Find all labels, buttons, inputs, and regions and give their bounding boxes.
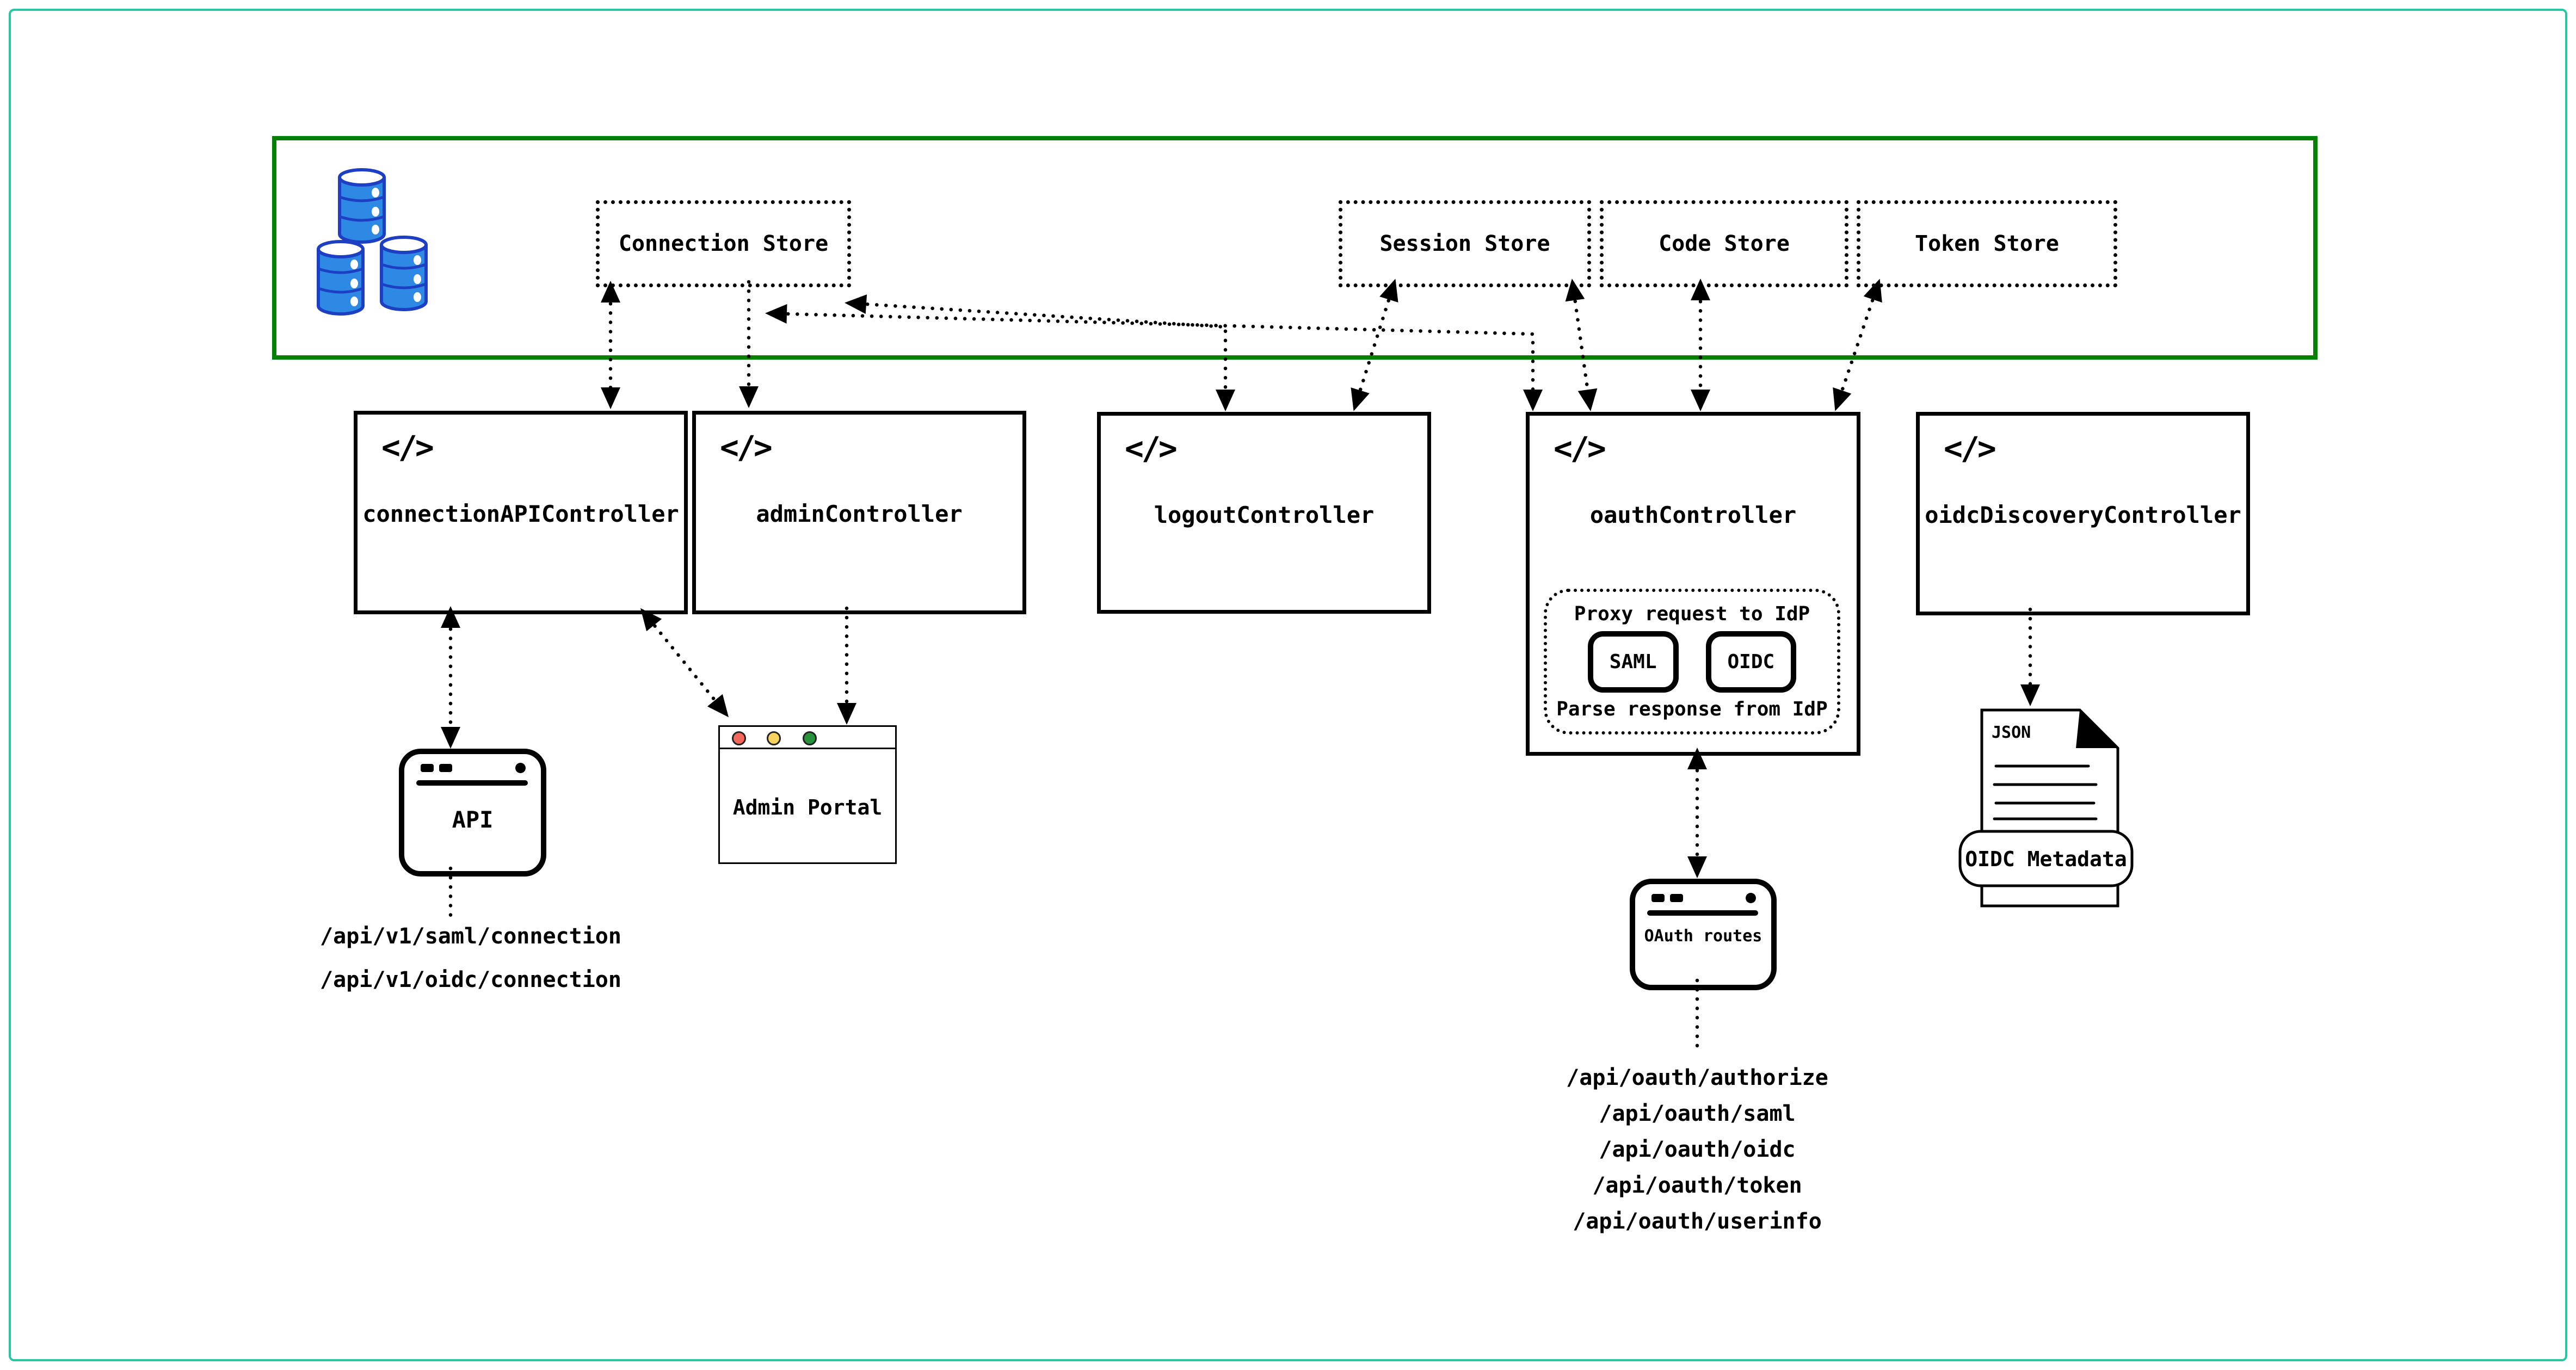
window-button-icon (1651, 894, 1665, 902)
api-route-text: /api/v1/oidc/connection (320, 967, 621, 992)
store-label: Session Store (1379, 231, 1550, 256)
proxy-request-label: Proxy request to IdP (1574, 603, 1810, 625)
window-bar-line (1647, 910, 1758, 916)
store-label: Code Store (1659, 231, 1790, 256)
controller-oidc-discovery: </> oidcDiscoveryController (1916, 412, 2250, 615)
controller-label: adminController (756, 501, 963, 527)
code-icon: </> (1944, 430, 1996, 467)
window-dot-icon (1746, 893, 1756, 903)
controller-label: connectionAPIController (362, 501, 679, 527)
database-barrel-top (340, 170, 384, 242)
database-barrel-left (318, 242, 363, 314)
store-token-store: Token Store (1857, 200, 2117, 287)
oidc-metadata-banner (1958, 830, 2134, 887)
oauth-routes-window: OAuth routes (1630, 879, 1777, 990)
oidc-box: OIDC (1705, 631, 1797, 693)
database-icon (302, 159, 438, 322)
window-title-bar (416, 763, 529, 777)
window-title-bar (1647, 893, 1759, 907)
window-title-bar (720, 727, 895, 749)
code-icon: </> (1554, 430, 1606, 467)
code-icon: </> (720, 429, 773, 466)
oauth-route-text: /api/oauth/oidc (1599, 1137, 1796, 1162)
traffic-light-green-icon (803, 731, 817, 745)
code-icon: </> (1125, 430, 1178, 467)
idp-proxy-box: Proxy request to IdP SAML OIDC Parse res… (1544, 589, 1840, 735)
saml-box: SAML (1587, 631, 1679, 693)
admin-portal-window: Admin Portal (718, 725, 897, 864)
oauth-route-text: /api/oauth/saml (1599, 1101, 1796, 1126)
api-route-text: /api/v1/saml/connection (320, 924, 621, 949)
oauth-route-text: /api/oauth/authorize (1566, 1065, 1828, 1090)
window-button-icon (421, 764, 434, 772)
store-connection-store: Connection Store (596, 200, 851, 287)
controller-oauth: </> oauthController Proxy request to IdP… (1526, 412, 1860, 756)
api-window: API (399, 749, 546, 877)
parse-response-label: Parse response from IdP (1556, 698, 1828, 720)
controller-admin: </> adminController (692, 411, 1026, 614)
oauth-route-text: /api/oauth/token (1592, 1173, 1802, 1198)
protocol-row: SAML OIDC (1587, 631, 1797, 693)
window-button-icon (439, 764, 452, 772)
controller-label: oidcDiscoveryController (1925, 502, 2241, 528)
store-code-store: Code Store (1600, 200, 1848, 287)
window-dot-icon (515, 763, 526, 773)
oauth-route-text: /api/oauth/userinfo (1573, 1209, 1822, 1234)
controller-label: logoutController (1154, 502, 1375, 528)
admin-portal-window-label: Admin Portal (732, 795, 883, 819)
traffic-light-red-icon (732, 731, 746, 745)
json-badge: JSON (1992, 723, 2031, 742)
document-fold-icon (2076, 710, 2118, 748)
store-label: Token Store (1915, 231, 2059, 256)
traffic-light-yellow-icon (767, 731, 781, 745)
store-session-store: Session Store (1339, 200, 1591, 287)
database-barrel-right (381, 237, 426, 310)
window-button-icon (1670, 894, 1683, 902)
oidc-metadata-label: OIDC Metadata (1965, 847, 2127, 871)
controller-label: oauthController (1589, 502, 1797, 528)
oidc-metadata-document: JSON OIDC Metadata (1958, 708, 2134, 908)
window-bar-line (416, 780, 528, 786)
controller-connection-api: </> connectionAPIController (354, 411, 688, 614)
controller-logout: </> logoutController (1097, 412, 1431, 614)
outer-frame (9, 9, 2567, 1361)
store-label: Connection Store (618, 231, 829, 256)
api-window-label: API (452, 806, 494, 833)
code-icon: </> (381, 429, 434, 466)
oauth-routes-window-label: OAuth routes (1644, 927, 1762, 946)
